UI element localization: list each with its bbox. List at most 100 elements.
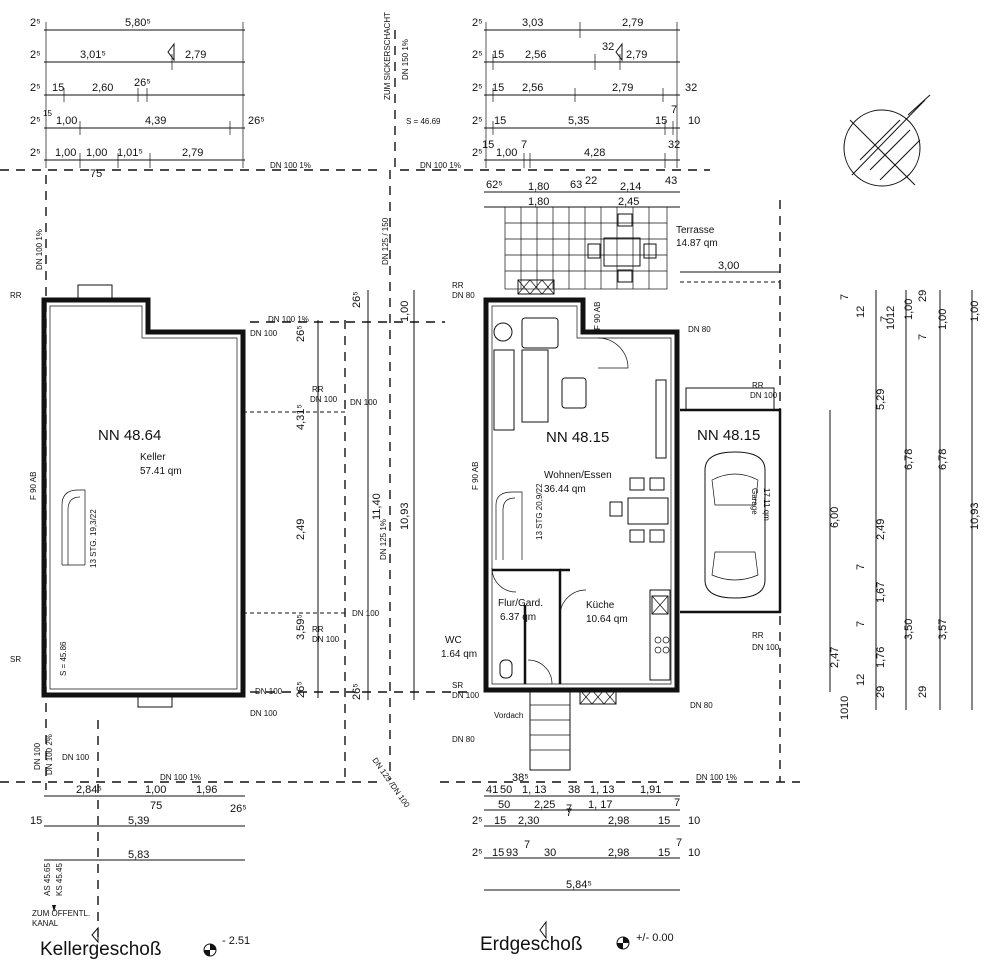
kitchen-name: Küche <box>586 600 615 611</box>
pipe-label: DN 100 2% <box>45 734 54 775</box>
canal-label: ZUM ÖFFENTL. <box>32 909 90 918</box>
dim-text: 2,56 <box>525 49 546 61</box>
dim-text: 2,79 <box>182 147 203 159</box>
hall-name: Flur/Gard. <box>498 598 543 609</box>
pipe-label: DN 100 1% <box>420 161 461 170</box>
dim-text: 4,28 <box>584 147 605 159</box>
pipe-label: DN 80 <box>452 291 475 300</box>
dim-text: 15 <box>30 815 42 827</box>
ground-plan <box>483 94 931 771</box>
dim-text: 2⁵ <box>472 82 483 94</box>
level-marker-icon <box>203 943 217 957</box>
dim-text: 1,00 <box>399 301 411 322</box>
dim-text: 15 <box>52 82 64 94</box>
dim-text: 2⁵ <box>472 17 483 29</box>
dim-text: 1,67 <box>875 582 887 603</box>
pipe-label: DN 100 <box>352 609 380 618</box>
dim-text: 15 <box>482 139 494 151</box>
wc-name: WC <box>445 635 462 646</box>
dim-text: 22 <box>585 175 597 187</box>
ground-level: +/- 0.00 <box>636 932 674 944</box>
dim-text: 32 <box>602 41 614 53</box>
pipe-label: DN 100 <box>452 691 480 700</box>
dim-text: 1,96 <box>196 784 217 796</box>
ks-label: KS 45.45 <box>55 863 64 896</box>
dim-text: 3,01⁵ <box>80 49 106 61</box>
dim-text: 4,31⁵ <box>295 404 307 430</box>
dim-text: 1, 13 <box>522 784 546 796</box>
drain-lines <box>0 30 800 940</box>
dim-text: 2,84⁵ <box>76 784 102 796</box>
middle-vertical-dimensions: 26⁵ 4,31⁵ 2,49 3,59⁵ 26⁵ 26⁵ 11,40 10,93… <box>295 290 415 700</box>
dim-text: 10 <box>885 318 897 330</box>
dim-text: 2⁵ <box>30 82 41 94</box>
dim-text: 15 <box>492 82 504 94</box>
dim-text: 75 <box>150 800 162 812</box>
terrace-name: Terrasse <box>676 225 715 236</box>
dim-text: 1,91 <box>640 784 661 796</box>
dim-text: 5,29 <box>875 389 887 410</box>
dim-text: 15 <box>658 815 670 827</box>
pipe-label: SR <box>10 655 21 664</box>
pipe-label: DN 100 <box>250 709 278 718</box>
dim-text: 62⁵ <box>486 179 503 191</box>
dim-text: 63 <box>570 179 582 191</box>
basement-room-name: Keller <box>140 452 166 463</box>
section-marker-icon <box>167 42 175 62</box>
kitchen-area: 10.64 qm <box>586 614 628 625</box>
dim-text: 6,78 <box>903 449 915 470</box>
basement-room-area: 57.41 qm <box>140 466 182 477</box>
pipe-label: DN 100 <box>33 742 42 770</box>
dim-text: 29 <box>917 290 929 302</box>
ground-fire-label: F 90 AB <box>471 462 480 490</box>
dim-text: 10 <box>839 696 851 708</box>
living-room-area: 36.44 qm <box>544 484 586 495</box>
dim-text: 7 <box>839 294 851 300</box>
dim-text: 12 <box>855 674 867 686</box>
ground-bottom-dimensions: 41 50 1, 13 38 1, 13 1,91 38⁵ 50 2,25 7 … <box>472 772 700 891</box>
dim-text: 12 <box>855 306 867 318</box>
pipe-label: DN 125 /DN 100 <box>370 756 411 810</box>
dim-text: 2,56 <box>522 82 543 94</box>
garage-area: 17.11 qm <box>762 488 771 521</box>
pipe-label: RR <box>10 291 22 300</box>
dim-text: 38 <box>568 784 580 796</box>
pipe-label: DN 80 <box>452 735 475 744</box>
dim-text: 32 <box>685 82 697 94</box>
dim-text: 93 <box>506 847 518 859</box>
dim-text: 1,00 <box>86 147 107 159</box>
dim-text: 1,01⁵ <box>117 147 143 159</box>
dim-text: 4,39 <box>145 115 166 127</box>
dim-text: 2⁵ <box>30 115 41 127</box>
pipe-label: DN 100 <box>62 753 90 762</box>
basement-fire-label: F 90 AB <box>29 472 38 500</box>
dim-text: 5,83 <box>128 849 149 861</box>
dim-text: 26⁵ <box>248 115 265 127</box>
light-well <box>137 694 173 708</box>
pipe-label: SR <box>452 681 463 690</box>
basement-title: Kellergeschoß <box>40 939 161 960</box>
dim-text: 2⁵ <box>472 847 483 859</box>
dim-text: 2,60 <box>92 82 113 94</box>
canopy-label: Vordach <box>494 711 523 720</box>
section-marker-icon <box>615 42 623 62</box>
pipe-label: ZUM SICKERSCHACHT <box>383 12 392 100</box>
dim-text: 26⁵ <box>295 681 307 698</box>
dim-text: 2,98 <box>608 815 629 827</box>
pipe-label: DN 100 <box>255 687 283 696</box>
basement-nn-level: NN 48.64 <box>98 427 161 444</box>
pipe-label: DN 100 1% <box>696 773 737 782</box>
dim-text: 1,00 <box>969 301 981 322</box>
dim-text: 2⁵ <box>472 115 483 127</box>
pipe-label: DN 100 1% <box>268 315 309 324</box>
dim-text: 1,00 <box>145 784 166 796</box>
dim-text: 2,98 <box>608 847 629 859</box>
ground-top-dimensions: 2⁵ 3,03 2,79 2⁵ 15 2,56 32 2,79 2⁵ 15 2,… <box>472 17 700 208</box>
pipe-label: RR <box>752 631 764 640</box>
dim-text: 10 <box>839 708 851 720</box>
dim-text: 15 <box>43 109 52 118</box>
dim-text: 2,47 <box>829 647 841 668</box>
dim-text: 5,35 <box>568 115 589 127</box>
dim-text: 5,84⁵ <box>566 879 592 891</box>
dim-text: 1,00 <box>55 147 76 159</box>
